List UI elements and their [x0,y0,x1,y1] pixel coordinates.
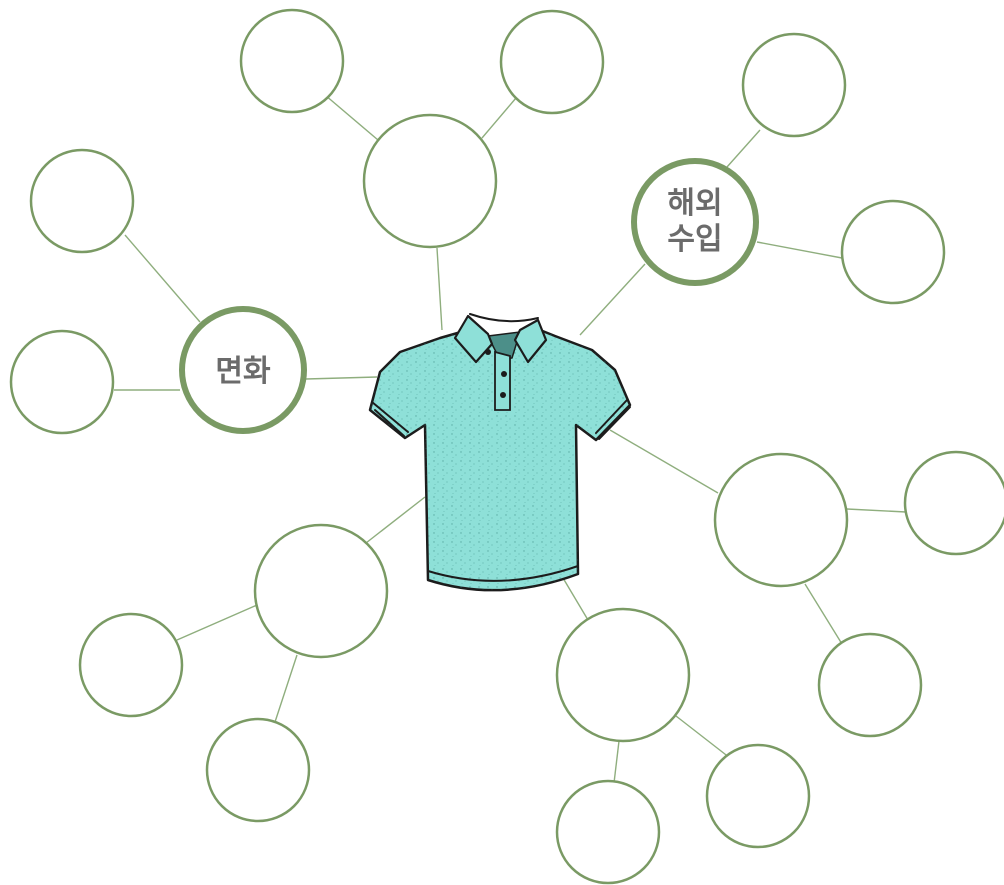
edge [325,95,378,140]
empty-node[interactable] [364,115,496,247]
import-label-line1: 해외 [667,186,722,221]
import-label-line2: 수입 [667,222,722,257]
edge [757,242,842,258]
empty-node[interactable] [842,201,944,303]
cotton-node[interactable]: 면화 [182,309,304,431]
edge [614,741,619,783]
empty-node[interactable] [715,454,847,586]
cotton-label: 면화 [215,354,271,389]
empty-node[interactable] [557,609,689,741]
empty-node[interactable] [819,634,921,736]
edge [482,98,516,138]
empty-node[interactable] [905,452,1004,554]
edge [847,509,906,512]
empty-node[interactable] [241,10,343,112]
empty-node[interactable] [11,331,113,433]
edge [610,430,718,493]
import-node[interactable]: 해외 수입 [634,161,756,283]
edge [727,130,760,167]
edge [125,235,200,322]
edge [306,377,377,379]
empty-node[interactable] [80,614,182,716]
edge [177,605,257,640]
edge [275,655,297,722]
empty-node[interactable] [501,11,603,113]
edge [437,248,442,330]
empty-node[interactable] [255,525,387,657]
empty-node[interactable] [31,150,133,252]
polo-shirt-icon [370,314,630,590]
edge [366,497,425,543]
edge [580,264,645,335]
edge [676,716,730,758]
empty-node[interactable] [743,34,845,136]
empty-node[interactable] [207,719,309,821]
edge [805,584,842,644]
edge [563,578,588,620]
empty-node[interactable] [707,745,809,847]
empty-node[interactable] [557,781,659,883]
